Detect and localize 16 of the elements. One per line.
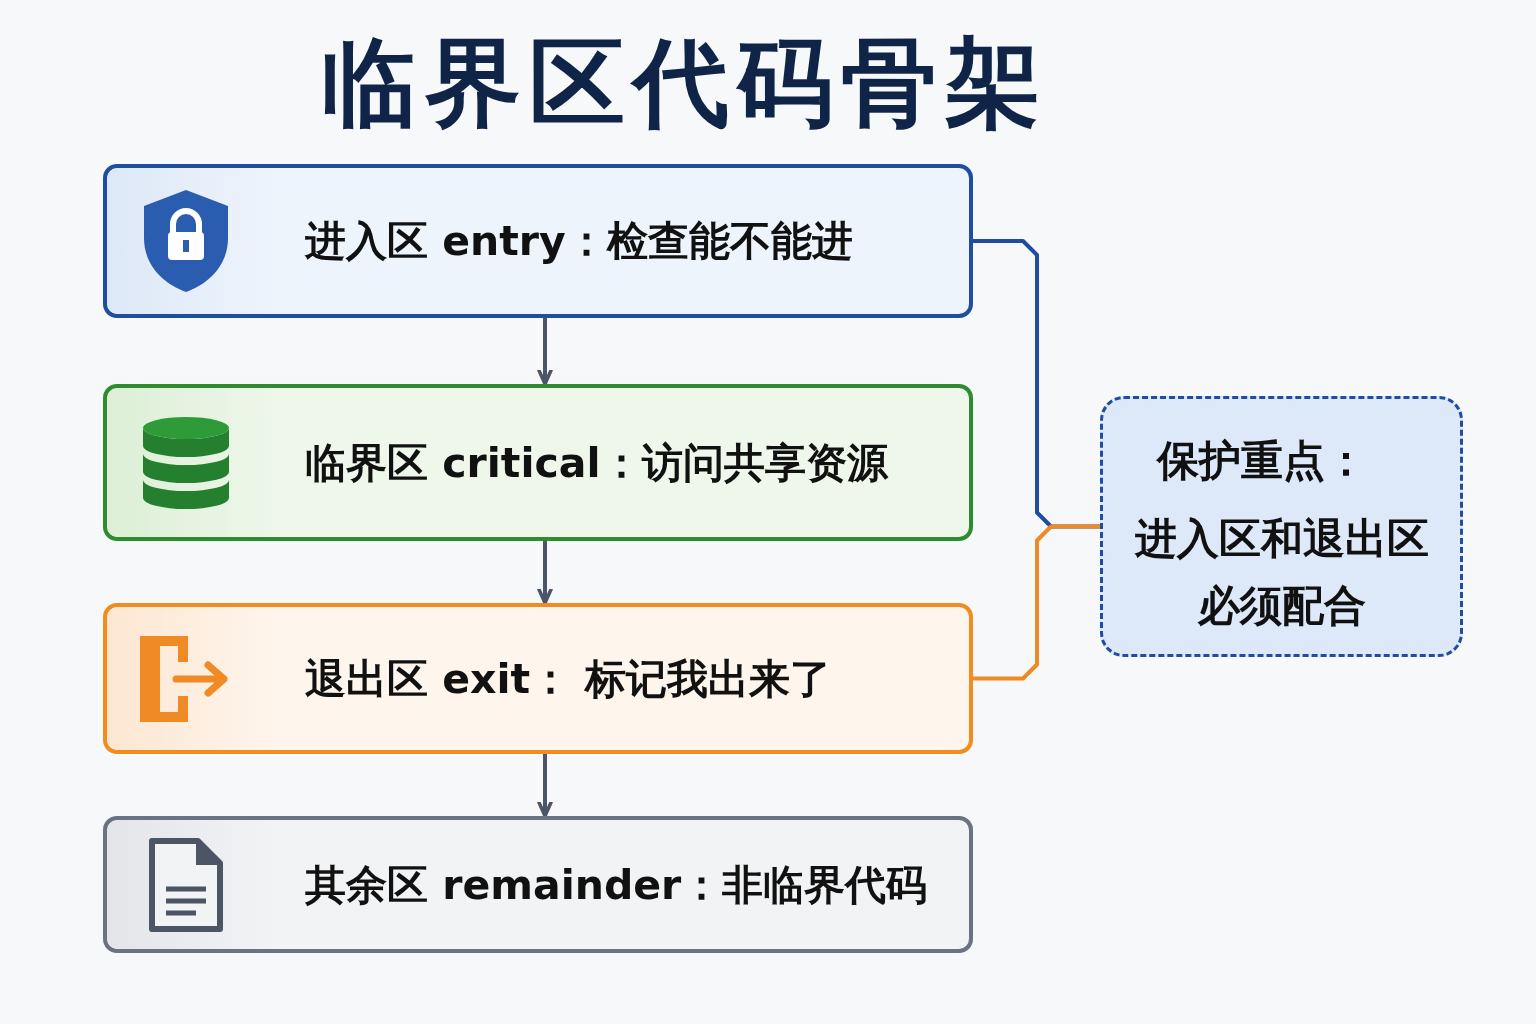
box-label: 进入区 entry：检查能不能进 — [305, 215, 854, 267]
bracket-line — [973, 524, 1100, 681]
box-label: 临界区 critical：访问共享资源 — [305, 437, 890, 488]
arrow — [536, 318, 554, 386]
note-heading: 保护重点： — [1157, 435, 1368, 487]
process-box — [103, 603, 973, 754]
arrow — [536, 754, 554, 818]
note-box — [1100, 396, 1463, 657]
process-box — [103, 384, 973, 541]
process-box — [103, 816, 973, 953]
arrow — [536, 541, 554, 605]
box-label: 退出区 exit： 标记我出来了 — [305, 653, 833, 704]
box-label: 其余区 remainder：非临界代码 — [305, 859, 929, 910]
note-text: 进入区和退出区必须配合 — [1133, 513, 1430, 633]
diagram-title: 临界区代码骨架 — [320, 26, 1050, 141]
process-box — [103, 164, 973, 318]
